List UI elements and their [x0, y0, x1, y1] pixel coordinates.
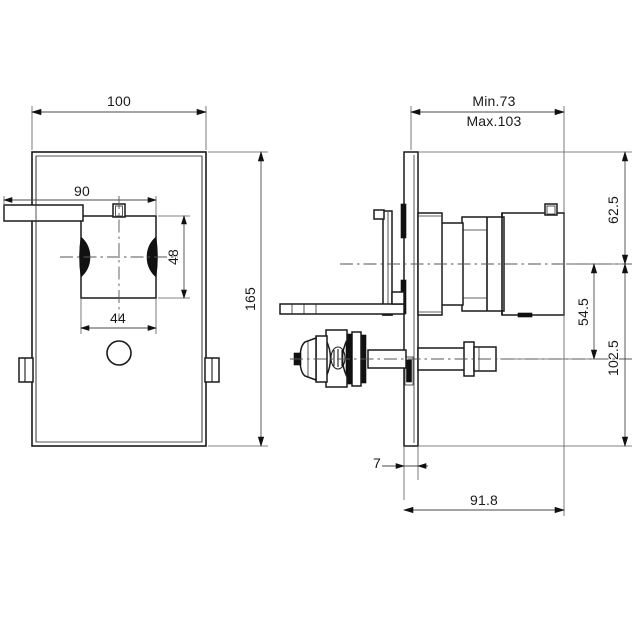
- front-lever-arm: [3, 204, 84, 222]
- dim-44-label: 44: [110, 310, 126, 326]
- dim-depth-arrow-left: [409, 108, 421, 116]
- front-view-group: 100 165 90 48: [2, 93, 268, 448]
- dim-165-arrow-bottom: [257, 436, 265, 448]
- side-top-tab: [544, 203, 558, 216]
- dim-1025-label: 102.5: [605, 340, 621, 376]
- dim-545-arrow-top: [590, 262, 598, 274]
- side-plate-slot: [406, 359, 412, 383]
- dim-100-arrow-left: [30, 108, 42, 116]
- dim-918-label: 91.8: [470, 492, 498, 508]
- dimension-62-5: 62.5: [418, 150, 632, 266]
- dim-625-arrow-top: [621, 150, 629, 162]
- dimension-depth: Min.73 Max.103: [409, 93, 566, 212]
- front-plate-outline: [31, 151, 207, 447]
- side-lever-arm: [279, 303, 405, 315]
- dim-90-arrow-left: [2, 197, 13, 203]
- dimension-100: 100: [30, 93, 208, 150]
- dimension-48: 48: [158, 214, 190, 300]
- dim-44-arrow-right: [147, 325, 158, 331]
- dimension-44: 44: [79, 298, 158, 334]
- dim-1025-arrow-bottom: [621, 436, 629, 448]
- dim-1025-arrow-top: [621, 262, 629, 274]
- dim-625-arrow-bottom: [621, 254, 629, 266]
- side-knurl-ring: [330, 346, 346, 370]
- dim-918-arrow-right: [554, 506, 566, 514]
- dim-7-arrow-left: [395, 463, 406, 469]
- dim-100-label: 100: [107, 93, 131, 109]
- dimension-102-5: 102.5: [418, 262, 632, 448]
- side-knob-body: [325, 329, 348, 388]
- dim-100-arrow-right: [196, 108, 208, 116]
- dim-7-label: 7: [373, 455, 381, 471]
- front-lug-left: [18, 357, 34, 383]
- side-plate-slot-frame: [404, 356, 414, 386]
- side-lever-riser: [391, 291, 405, 305]
- dimension-165: 165: [208, 150, 268, 448]
- dim-48-label: 48: [165, 249, 181, 265]
- dim-min73-label: Min.73: [472, 93, 515, 109]
- dim-625-label: 62.5: [605, 196, 621, 224]
- dim-165-arrow-top: [257, 150, 265, 162]
- dim-depth-arrow-right: [554, 108, 566, 116]
- side-top-tab-inner: [546, 205, 556, 215]
- dimension-90: 90: [2, 183, 158, 216]
- dim-max103-label: Max.103: [466, 113, 521, 129]
- dim-545-arrow-bottom: [590, 349, 598, 361]
- dimension-91-8: 91.8: [402, 214, 566, 516]
- dim-48-arrow-bottom: [181, 289, 187, 300]
- dim-44-arrow-left: [79, 325, 90, 331]
- dim-90-label: 90: [74, 183, 90, 199]
- side-bottom-tab: [517, 312, 533, 318]
- dim-918-arrow-left: [402, 506, 414, 514]
- dim-48-arrow-top: [181, 214, 187, 225]
- dim-545-label: 54.5: [575, 298, 591, 326]
- dimension-54-5: 54.5: [500, 262, 600, 361]
- dim-7-arrow-right: [416, 463, 427, 469]
- side-lever-rod-knob: [373, 209, 385, 220]
- dimension-7: 7: [373, 446, 428, 500]
- side-knob-knurl: [330, 346, 346, 370]
- dim-165-label: 165: [242, 287, 258, 311]
- side-lever-rod: [382, 210, 393, 316]
- front-diverter-button: [106, 340, 132, 366]
- side-flange-upper: [400, 203, 407, 239]
- side-view-group: Min.73 Max.103 62.5 54.5 102.5: [279, 93, 632, 516]
- dim-90-arrow-right: [147, 197, 158, 203]
